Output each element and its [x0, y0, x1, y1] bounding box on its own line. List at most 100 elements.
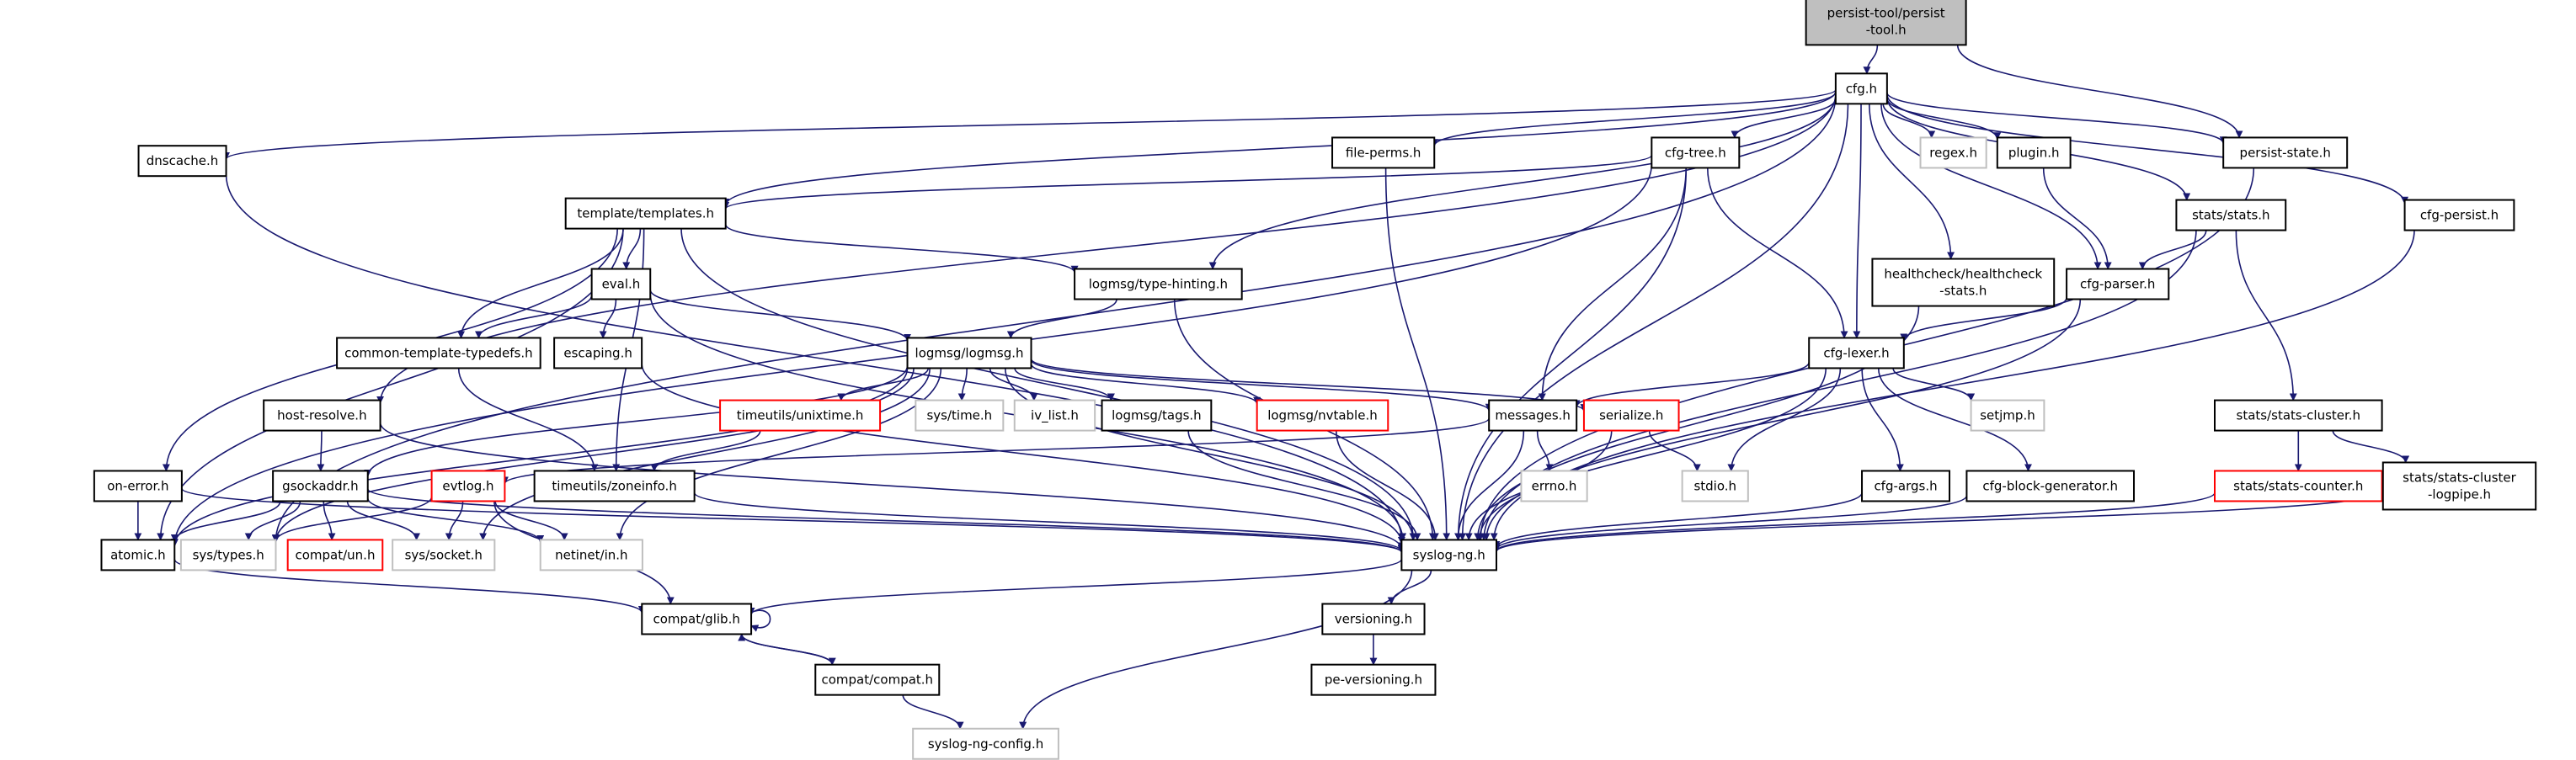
node-messages[interactable]: messages.h — [1488, 399, 1578, 432]
node-persist-tool[interactable]: persist-tool/persist-tool.h — [1805, 0, 1967, 46]
edge-zoneinfo-to-syslog-ng — [693, 492, 1405, 552]
node-cfg[interactable]: cfg.h — [1834, 72, 1888, 105]
node-cfg-args[interactable]: cfg-args.h — [1861, 470, 1951, 502]
node-box — [286, 539, 384, 571]
node-escaping[interactable]: escaping.h — [553, 337, 643, 369]
edge-cfg-block-generator-to-syslog-ng — [1492, 495, 1968, 550]
node-box — [1101, 399, 1213, 432]
node-box — [2213, 470, 2383, 502]
edge-cfg-to-templates — [722, 91, 1837, 206]
node-label: -stats.h — [1939, 284, 1987, 299]
node-serialize[interactable]: serialize.h — [1582, 399, 1680, 432]
node-label: logmsg/type-hinting.h — [1089, 277, 1228, 292]
edge-stats-to-stats-cluster — [2235, 230, 2297, 401]
node-common-template-typedefs[interactable]: common-template-typedefs.h — [336, 337, 541, 369]
edge-cfg-to-cfg-parser — [1880, 104, 2102, 270]
node-evtlog[interactable]: evtlog.h — [430, 470, 506, 502]
node-syslog-ng[interactable]: syslog-ng.h — [1400, 539, 1497, 571]
node-pe-versioning[interactable]: pe-versioning.h — [1310, 663, 1437, 696]
node-stats-cluster-logpipe[interactable]: stats/stats-cluster-logpipe.h — [2381, 461, 2537, 511]
node-sys-socket: sys/socket.h — [392, 539, 496, 571]
node-box — [336, 337, 541, 369]
edge-gsockaddr-to-sys-types — [244, 501, 301, 541]
node-stats[interactable]: stats/stats.h — [2175, 199, 2287, 231]
node-eval[interactable]: eval.h — [590, 268, 652, 300]
node-cfg-parser[interactable]: cfg-parser.h — [2066, 268, 2170, 300]
node-file-perms[interactable]: file-perms.h — [1331, 136, 1436, 169]
node-on-error[interactable]: on-error.h — [93, 470, 183, 502]
node-box — [100, 539, 176, 571]
node-box — [1520, 470, 1588, 502]
edge-cfg-to-healthcheck — [1869, 104, 1955, 260]
edges-layer — [134, 45, 2415, 730]
node-box — [392, 539, 496, 571]
edge-evtlog-to-sys-types — [272, 496, 433, 543]
edge-file-perms-to-syslog-ng — [1384, 167, 1451, 541]
node-label: compat/compat.h — [821, 672, 933, 688]
node-dnscache[interactable]: dnscache.h — [137, 145, 227, 178]
edge-host-resolve-to-gsockaddr — [317, 430, 325, 472]
edge-persist-tool-to-persist-state — [1956, 45, 2243, 139]
node-versioning[interactable]: versioning.h — [1321, 603, 1426, 635]
node-label: cfg-tree.h — [1665, 145, 1726, 160]
node-atomic[interactable]: atomic.h — [100, 539, 176, 571]
edge-gsockaddr-to-netinet-in — [366, 497, 545, 543]
node-unixtime[interactable]: timeutils/unixtime.h — [719, 399, 882, 432]
node-label: sys/time.h — [926, 408, 992, 423]
node-templates[interactable]: template/templates.h — [564, 197, 727, 230]
node-label: cfg.h — [1846, 81, 1877, 96]
edge-cfg-to-plugin — [1886, 98, 2002, 141]
node-box — [179, 539, 277, 571]
node-compat-un[interactable]: compat/un.h — [286, 539, 384, 571]
node-type-hinting[interactable]: logmsg/type-hinting.h — [1074, 268, 1243, 300]
node-host-resolve[interactable]: host-resolve.h — [263, 399, 381, 432]
edge-plugin-to-cfg-parser — [2042, 167, 2112, 270]
node-box — [719, 399, 882, 432]
edge-evtlog-to-sys-socket — [445, 501, 464, 541]
node-stats-counter[interactable]: stats/stats-counter.h — [2213, 470, 2383, 502]
node-tags[interactable]: logmsg/tags.h — [1101, 399, 1213, 432]
edge-logmsg-to-nvtable — [1030, 364, 1261, 405]
node-compat[interactable]: compat/compat.h — [814, 663, 941, 696]
node-label: logmsg/logmsg.h — [915, 345, 1024, 360]
node-syslog-ng-config: syslog-ng-config.h — [912, 727, 1059, 760]
node-label: dnscache.h — [147, 153, 219, 168]
node-netinet-in: netinet/in.h — [539, 539, 643, 571]
node-gsockaddr[interactable]: gsockaddr.h — [272, 470, 369, 502]
node-box — [137, 145, 227, 178]
node-cfg-block-generator[interactable]: cfg-block-generator.h — [1965, 470, 2136, 502]
node-cfg-lexer[interactable]: cfg-lexer.h — [1808, 337, 1905, 369]
node-box — [1488, 399, 1578, 432]
node-persist-state[interactable]: persist-state.h — [2222, 136, 2349, 169]
node-box — [564, 197, 727, 230]
node-cfg-tree[interactable]: cfg-tree.h — [1651, 136, 1741, 169]
node-glib[interactable]: compat/glib.h — [641, 603, 753, 635]
edge-cfg-lexer-to-setjmp — [1892, 368, 1976, 401]
node-label: stdio.h — [1693, 478, 1736, 493]
node-logmsg[interactable]: logmsg/logmsg.h — [906, 337, 1032, 369]
node-plugin[interactable]: plugin.h — [1996, 136, 2072, 169]
node-box — [1834, 72, 1888, 105]
node-nvtable[interactable]: logmsg/nvtable.h — [1256, 399, 1389, 432]
node-label: gsockaddr.h — [282, 478, 358, 493]
node-stats-cluster[interactable]: stats/stats-cluster.h — [2213, 399, 2383, 432]
edge-host-resolve-to-syslog-ng — [379, 423, 1405, 550]
node-box — [1805, 0, 1967, 46]
edge-cfg-to-dnscache — [222, 88, 1837, 160]
node-box — [2403, 199, 2515, 231]
node-label: escaping.h — [563, 345, 632, 360]
node-cfg-persist[interactable]: cfg-persist.h — [2403, 199, 2515, 231]
node-label: file-perms.h — [1346, 145, 1421, 160]
node-box — [2222, 136, 2349, 169]
edge-templates-to-common-template-typedefs — [457, 228, 624, 339]
edge-syslog-ng-to-syslog-ng-config — [1019, 570, 1413, 730]
node-healthcheck[interactable]: healthcheck/healthcheck-stats.h — [1871, 258, 2056, 307]
node-label: host-resolve.h — [277, 408, 366, 423]
edge-cfg-to-cfg-persist — [1886, 93, 2409, 205]
node-label: plugin.h — [2008, 145, 2060, 160]
node-label: errno.h — [1532, 478, 1577, 493]
node-box — [2175, 199, 2287, 231]
edge-logmsg-to-messages — [1030, 359, 1493, 412]
edge-type-hinting-to-logmsg — [1006, 299, 1117, 339]
node-zoneinfo[interactable]: timeutils/zoneinfo.h — [533, 470, 696, 502]
